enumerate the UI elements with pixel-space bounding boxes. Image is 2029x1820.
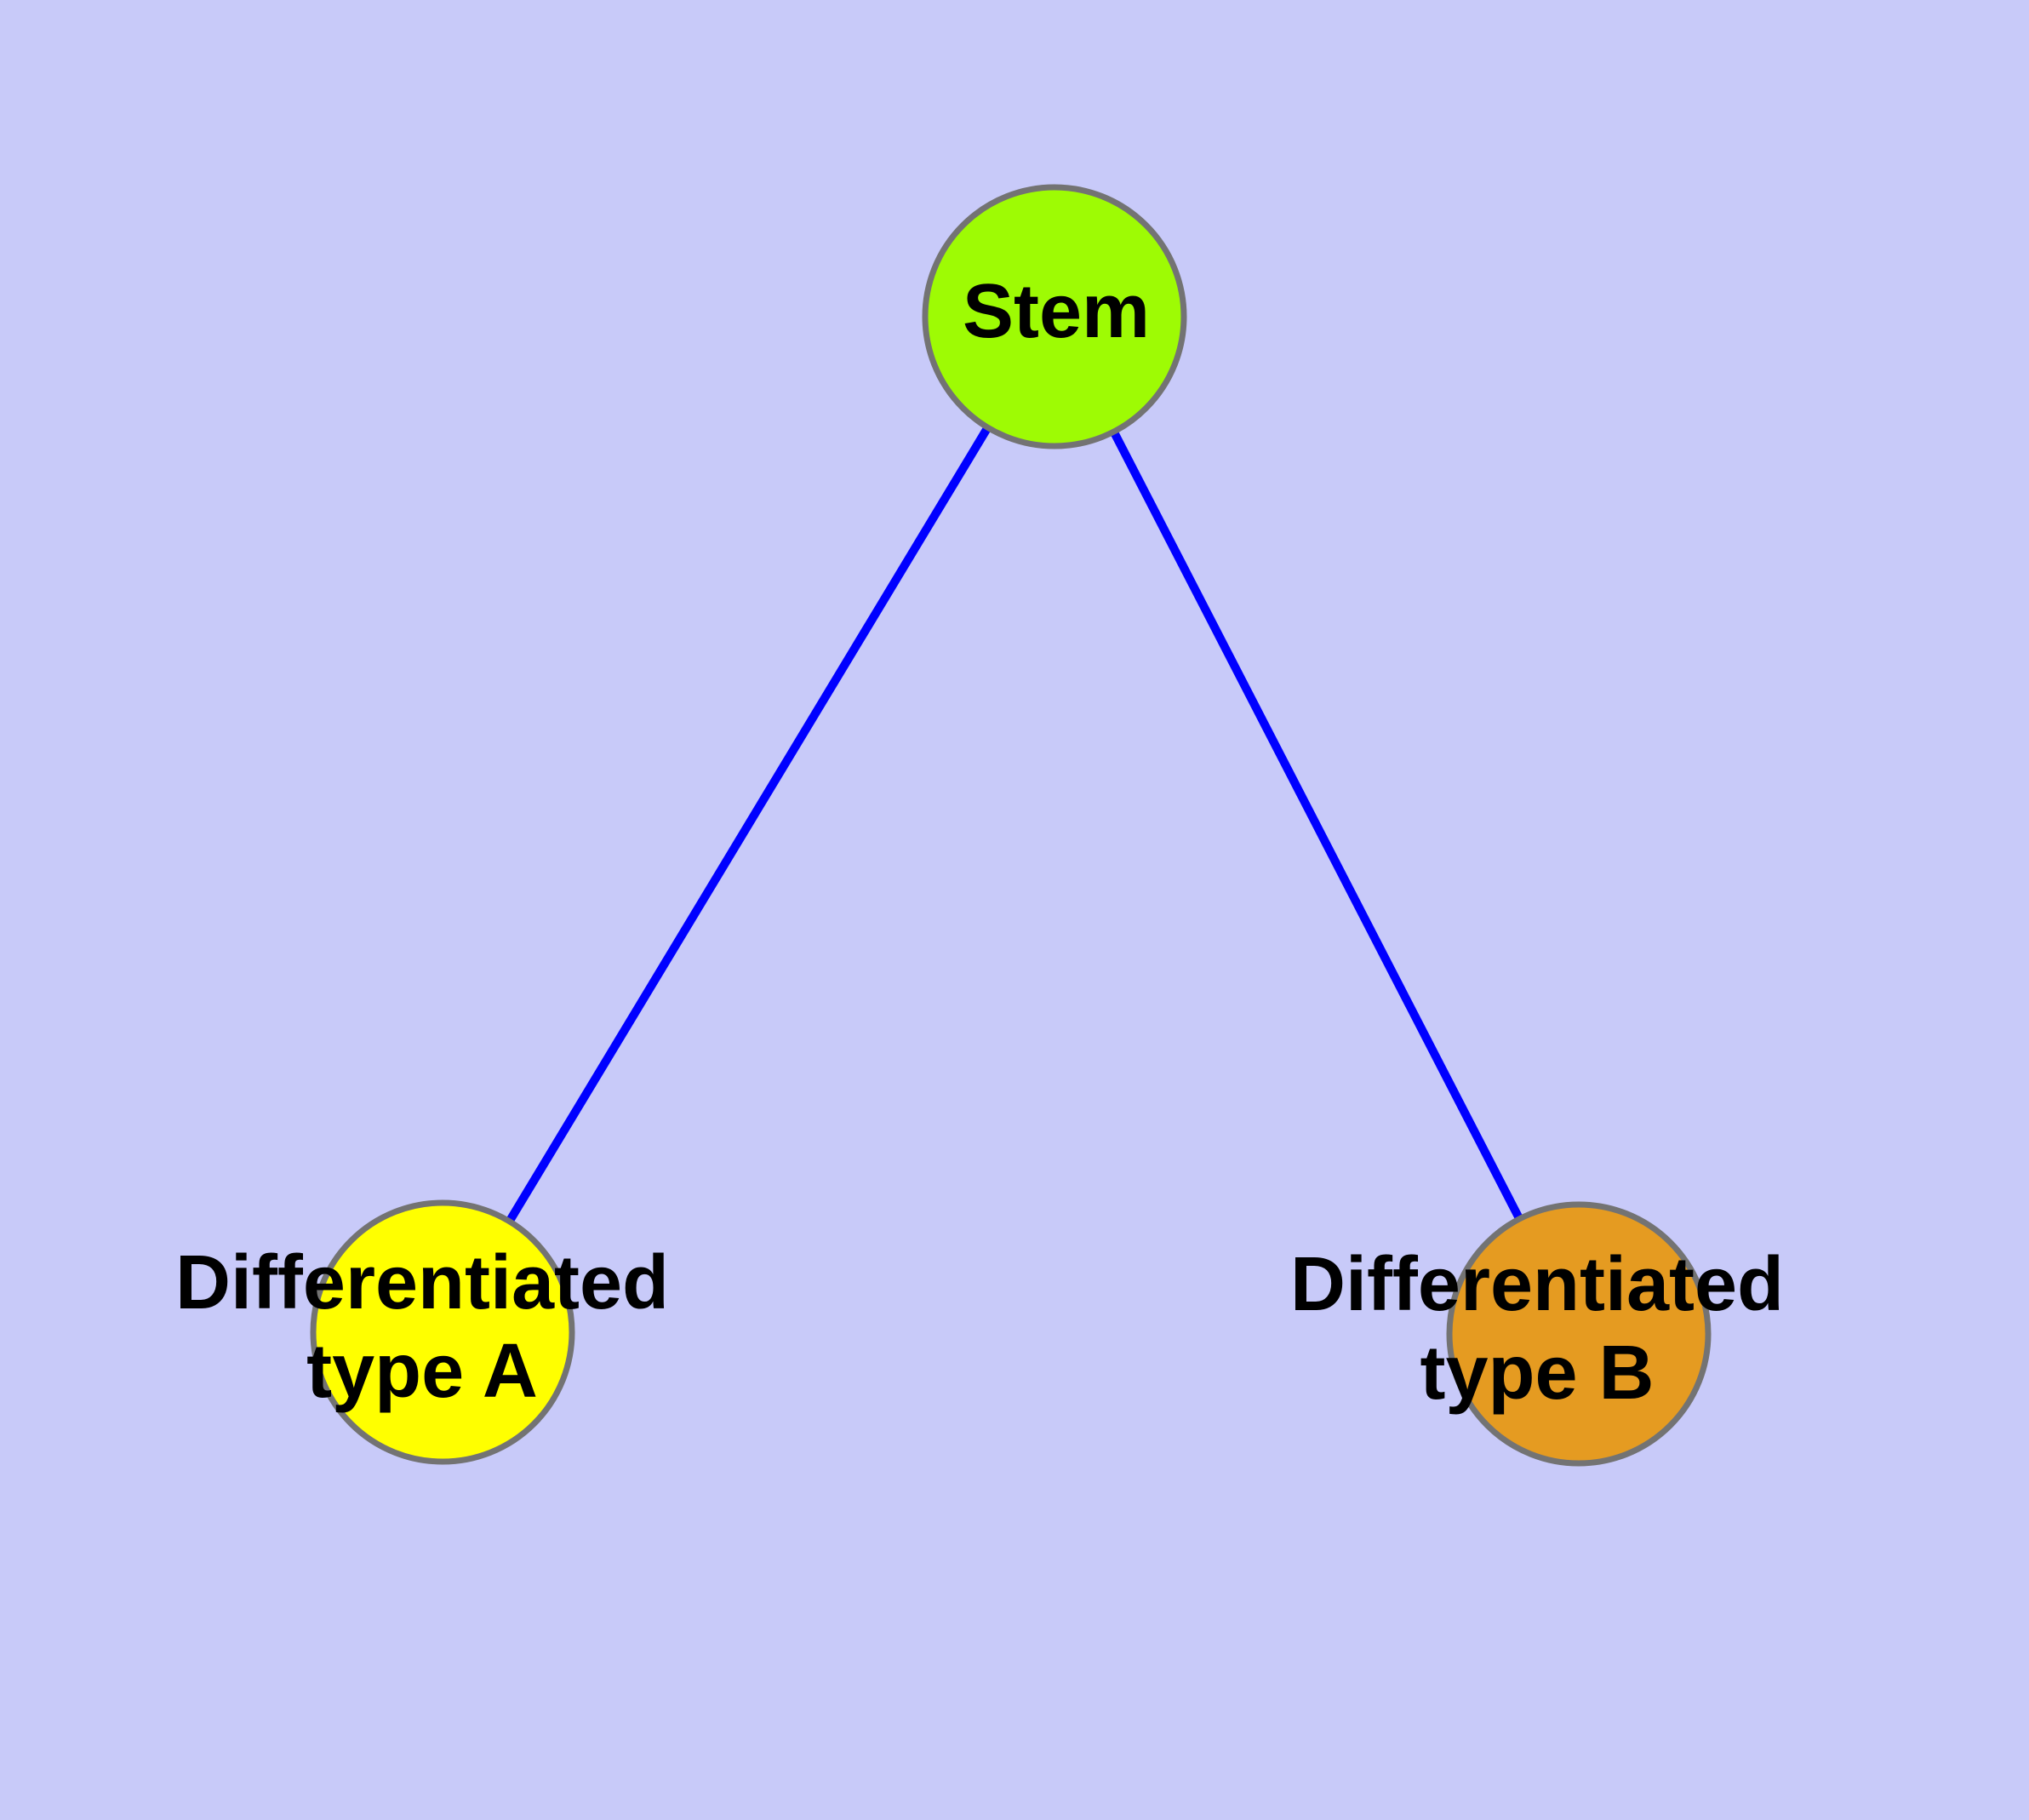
node-differentiated-type-b-circle[interactable] bbox=[1446, 1201, 1712, 1467]
edge-stem-to-differentiated-type-a[interactable] bbox=[438, 314, 1059, 1335]
edge-stem-to-differentiated-type-b[interactable] bbox=[1050, 314, 1583, 1336]
node-differentiated-type-a-circle[interactable] bbox=[310, 1199, 575, 1465]
node-stem[interactable]: Stem bbox=[922, 184, 1187, 449]
node-stem-label: Stem bbox=[963, 269, 1150, 354]
edge-layer bbox=[438, 314, 1583, 1336]
node-stem-circle[interactable] bbox=[922, 184, 1187, 449]
